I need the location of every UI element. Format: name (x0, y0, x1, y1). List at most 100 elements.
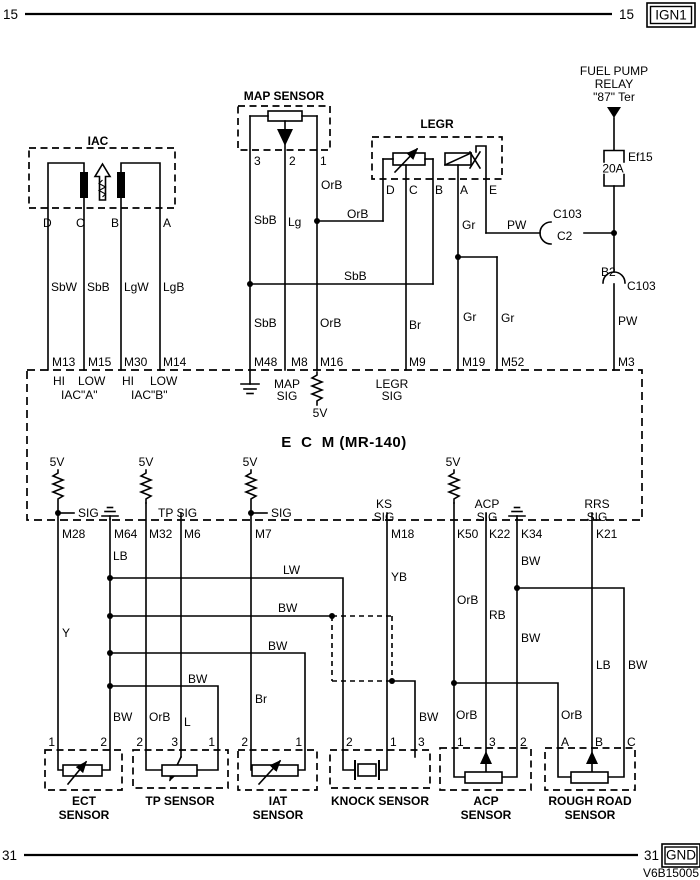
ecm-pin-k50: K50 (457, 527, 479, 541)
fuel-pump-relay-branch (485, 107, 626, 371)
ecm-pin-m3: M3 (618, 355, 635, 369)
connector-b2-label: B2 (601, 265, 616, 279)
ecm-pin-m7: M7 (255, 527, 272, 541)
ecm-pin-m8: M8 (291, 355, 308, 369)
map-5v-label: 5V (313, 406, 328, 420)
fuse-rating: 20A (602, 162, 623, 176)
ecm-5v-label-2: 5V (139, 455, 154, 469)
wire-orb-k50-low-label: OrB (456, 708, 477, 722)
rr-pin-b: B (595, 735, 603, 749)
knock-pin-3: 3 (418, 735, 425, 749)
iac-pin-c: C (76, 216, 85, 230)
wire-rb-label: RB (489, 608, 506, 622)
rrs-sig-label-2: SIG (587, 510, 608, 524)
rail-top-left-label: 15 (3, 7, 18, 22)
acp-title-1: ACP (473, 794, 498, 808)
iac-low-b-label: LOW (150, 374, 178, 388)
ecm-pin-k21: K21 (596, 527, 618, 541)
iac-pin-d: D (43, 216, 52, 230)
map-sensor (237, 105, 434, 371)
ground-icon (508, 506, 526, 520)
ecm-pin-m30: M30 (124, 355, 148, 369)
wire-lg-label: Lg (288, 215, 301, 229)
rr-wiper-arrow-icon (586, 751, 598, 764)
resistor-icon (138, 469, 154, 504)
ect-title-2: SENSOR (59, 808, 110, 822)
wire-bw-rr-label: BW (628, 658, 648, 672)
rail-bottom-right-label: 31 (644, 848, 659, 863)
iac-low-a-label: LOW (78, 374, 106, 388)
iac-valve (28, 147, 176, 371)
connector-c103-top-label: C103 (553, 207, 582, 221)
rail-bottom-left-label: 31 (2, 848, 17, 863)
wire-lgw-label: LgW (124, 280, 149, 294)
connector-c2-icon (539, 221, 552, 245)
iat-title-1: IAT (269, 794, 288, 808)
ect-arrow-icon (66, 760, 88, 786)
map-sensor-title: MAP SENSOR (244, 89, 325, 103)
tp-sig-label: TP SIG (158, 506, 197, 520)
fuel-pump-relay-label-2: RELAY (595, 77, 633, 91)
ecm-pin-m18: M18 (391, 527, 415, 541)
rr-title-2: SENSOR (565, 808, 616, 822)
knock-sensor (329, 749, 431, 789)
iat-arrow-icon (257, 759, 282, 786)
fuse-bottom-bracket-icon (603, 173, 625, 187)
ecm-5v-label-3: 5V (243, 455, 258, 469)
iac-coil-b-loop (120, 162, 161, 371)
wire-orb-top-label: OrB (321, 178, 342, 192)
connector-c2-label: C2 (557, 229, 573, 243)
wire-orb-bottom-label: OrB (320, 316, 341, 330)
wire-bw-knock-label: BW (419, 710, 439, 724)
wire-sbb-top-label: SbB (254, 213, 277, 227)
ecm-pin-k34: K34 (521, 527, 543, 541)
iac-group-b-label: IAC"B" (131, 388, 168, 402)
ecm-pin-m48: M48 (254, 355, 278, 369)
wire-bw-k34-low-label: BW (521, 631, 541, 645)
wire-br-label: Br (409, 318, 421, 332)
map-pin-1: 1 (320, 154, 327, 168)
connector-c103-right-label: C103 (627, 279, 656, 293)
tp-pin-2: 2 (136, 735, 143, 749)
doc-code: V6B15005 (643, 866, 699, 880)
legr-sig-label-1: LEGR (376, 377, 409, 391)
ground-icon (240, 369, 260, 395)
wire-br-m7-label: Br (255, 692, 267, 706)
ecm-module (26, 369, 643, 521)
resistor-icon (50, 469, 66, 514)
acp-sig-label-1: ACP (475, 497, 500, 511)
ecm-pin-m6: M6 (184, 527, 201, 541)
tp-sensor (132, 749, 229, 789)
legr-pin-a: A (460, 183, 468, 197)
power-rail-top (25, 2, 696, 28)
wire-pw-top-label: PW (507, 218, 527, 232)
acp-sensor (439, 747, 532, 791)
legr-valve-x-icon (468, 150, 482, 170)
fuel-pump-relay-label-1: FUEL PUMP (580, 64, 648, 78)
knock-title: KNOCK SENSOR (331, 794, 429, 808)
ground-rail-bottom (24, 843, 700, 868)
iac-coil-icon (117, 172, 125, 198)
wire-sbb-branch-label: SbB (344, 269, 367, 283)
wire-sbb-label: SbB (87, 280, 110, 294)
fuse-top-bracket-icon (603, 149, 625, 163)
iac-coil-a-loop (47, 162, 85, 371)
legr-sig-label-2: SIG (382, 389, 403, 403)
legr-valve (371, 136, 503, 371)
ect-sensor (44, 749, 123, 791)
ecm-pin-m19: M19 (462, 355, 486, 369)
wire-pw-bottom-label: PW (618, 314, 638, 328)
wire-bw-row2-label: BW (278, 601, 298, 615)
wire-bw-m64-low-label: BW (113, 710, 133, 724)
wire-orb-rr-label: OrB (561, 708, 582, 722)
ks-sig-label-2: SIG (374, 510, 395, 524)
wire-lw-label: LW (283, 563, 301, 577)
iac-group-a-label: IAC"A" (61, 388, 98, 402)
iac-motor-spring-icon (97, 179, 107, 198)
map-pin-3: 3 (254, 154, 261, 168)
iac-pin-b: B (111, 216, 119, 230)
ecm-pin-m13: M13 (52, 355, 76, 369)
legr-pot-arrow-icon (393, 147, 419, 174)
wire-bw-row4-label: BW (188, 672, 208, 686)
wire-orb-branch-label: OrB (347, 207, 368, 221)
